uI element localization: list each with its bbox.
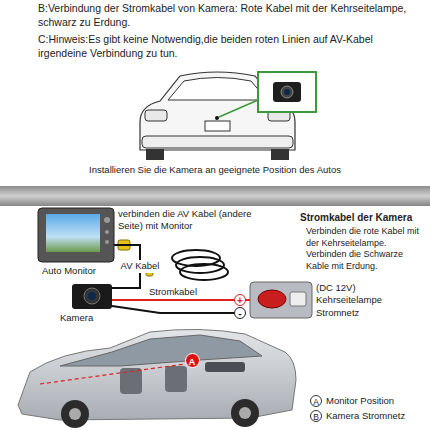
camera-lens bbox=[84, 288, 100, 304]
car-window bbox=[60, 335, 262, 366]
lamp-node: (DC 12V) Kehrseitelampe Stromnetz bbox=[250, 282, 312, 318]
camera-lens bbox=[88, 292, 96, 300]
camera-lens bbox=[281, 86, 293, 98]
figure-caption: Installieren Sie die Kamera an geeignete… bbox=[0, 164, 430, 176]
license-plate bbox=[205, 121, 230, 131]
hub bbox=[69, 408, 81, 420]
camera-icon bbox=[273, 82, 301, 102]
bumper bbox=[142, 136, 293, 148]
section-heading: Stromkabel der Kamera bbox=[300, 211, 428, 224]
callout-letter: A bbox=[310, 395, 322, 407]
camera-body bbox=[72, 284, 112, 309]
divider-band bbox=[0, 186, 430, 206]
monitor-frame bbox=[38, 208, 114, 262]
camera-inset bbox=[258, 72, 316, 112]
camera-lens bbox=[284, 89, 290, 95]
legend-text: Kamera Stromnetz bbox=[326, 410, 405, 422]
hub bbox=[239, 407, 251, 419]
cable-coil bbox=[180, 264, 228, 280]
reverse-lamp-photo bbox=[250, 282, 312, 318]
monitor-button bbox=[105, 240, 109, 244]
monitor-screen bbox=[46, 214, 100, 252]
instruction-text: verbinden die AV Kabel (andere Seite) mi… bbox=[118, 208, 258, 233]
monitor-knob bbox=[104, 217, 110, 223]
camera-node: Kamera bbox=[72, 284, 112, 309]
lamp-socket bbox=[290, 292, 306, 306]
node-label: Kamera bbox=[60, 312, 93, 324]
monitor-button bbox=[105, 230, 109, 234]
legend-text: Monitor Position bbox=[326, 395, 394, 407]
polarity-mark: + bbox=[234, 294, 246, 306]
cable-label: Stromkabel bbox=[147, 286, 199, 298]
wheel bbox=[231, 399, 259, 427]
node-label: (DC 12V) Kehrseitelampe Stromnetz bbox=[316, 282, 416, 319]
cable-label: AV Kabel bbox=[119, 260, 162, 272]
tail-lamp bbox=[258, 290, 286, 308]
instruction-text: Verbinden die rote Kabel mit der Kehrsei… bbox=[306, 226, 424, 273]
dashboard bbox=[205, 362, 245, 372]
callout-letter: A bbox=[185, 353, 200, 368]
note-text: B:Verbindung der Stromkabel von Kamera: … bbox=[38, 2, 422, 29]
wheel bbox=[271, 149, 289, 160]
car-seat bbox=[165, 366, 187, 392]
ground-wire bbox=[112, 306, 234, 313]
callout-letter: B bbox=[310, 410, 322, 422]
leader-line bbox=[219, 100, 258, 117]
node-label: Auto Monitor bbox=[42, 265, 96, 277]
rear-window bbox=[168, 78, 267, 101]
monitor-node: Auto Monitor bbox=[38, 208, 114, 262]
camera-dot bbox=[215, 116, 219, 120]
cable-route bbox=[40, 364, 185, 384]
tail-light bbox=[145, 110, 167, 121]
note-text: C:Hinweis:Es gibt keine Notwendig,die be… bbox=[38, 33, 422, 60]
wheel bbox=[146, 149, 164, 160]
cable-connector bbox=[112, 299, 250, 301]
wheel bbox=[61, 400, 89, 428]
polarity-mark: - bbox=[234, 307, 246, 319]
